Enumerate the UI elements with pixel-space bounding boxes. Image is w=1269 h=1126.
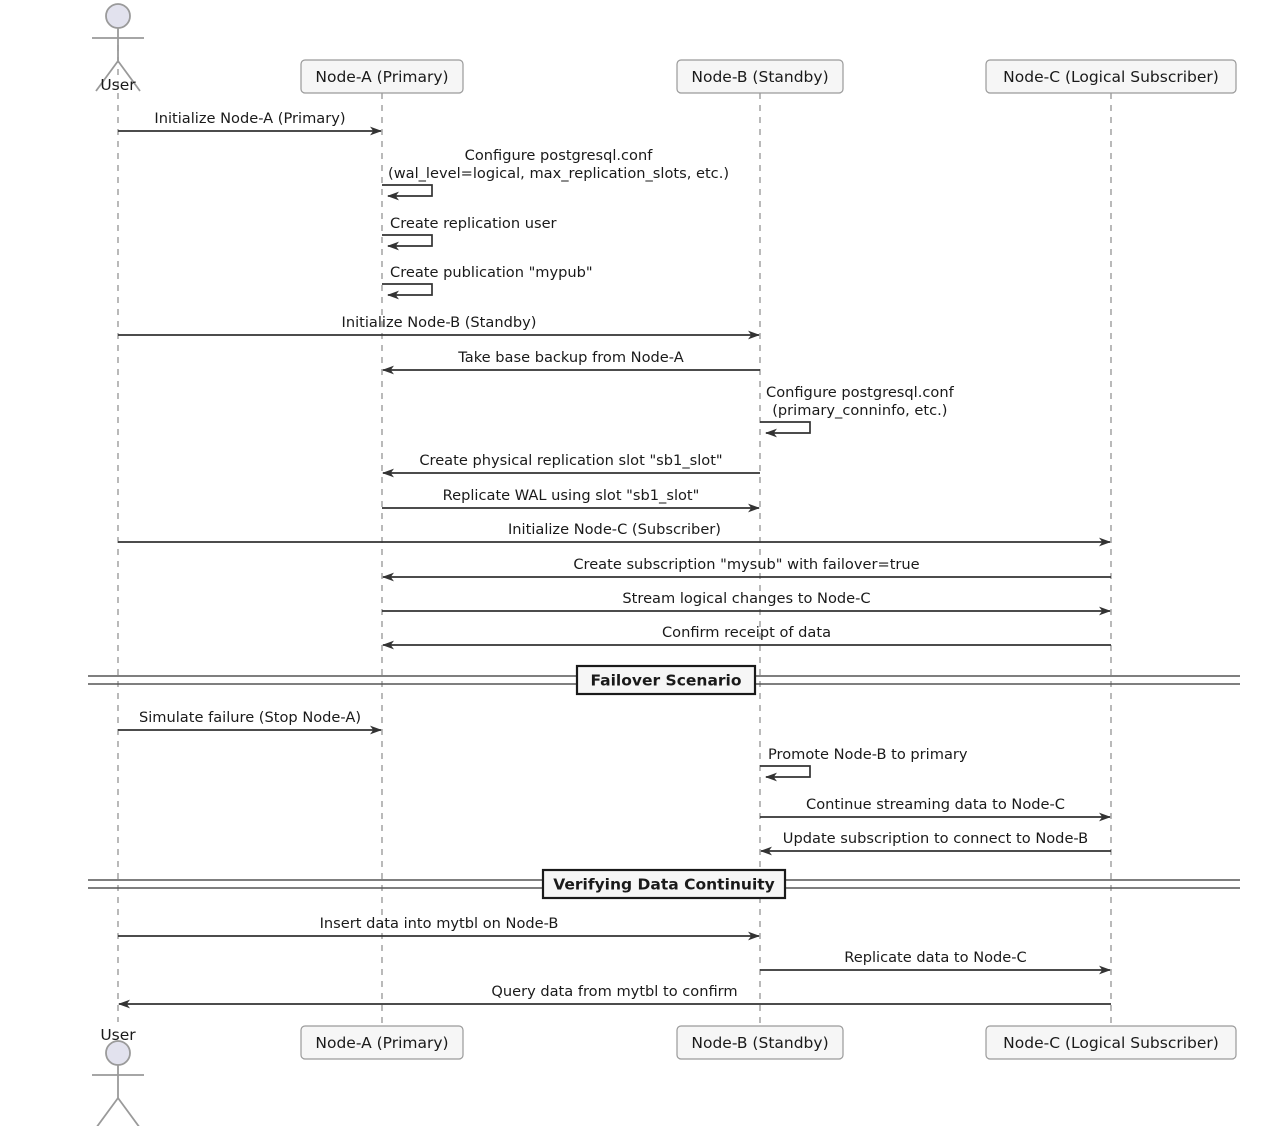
actor-label-user: User bbox=[100, 1026, 136, 1044]
message-18: Insert data into mytbl on Node-B bbox=[118, 915, 760, 941]
message-selfloop-2 bbox=[382, 184, 433, 201]
message-label-2: Configure postgresql.conf bbox=[465, 147, 654, 164]
message-label-9: Replicate WAL using slot "sb1_slot" bbox=[443, 487, 700, 504]
messages-layer: Initialize Node-A (Primary) Configure pos… bbox=[118, 110, 1111, 1009]
message-label-12: Stream logical changes to Node-C bbox=[622, 590, 870, 607]
participant-label-nodea: Node-A (Primary) bbox=[315, 68, 448, 86]
message-label-16: Continue streaming data to Node-C bbox=[806, 796, 1065, 813]
message-19: Replicate data to Node-C bbox=[760, 949, 1111, 975]
actor-label-user: User bbox=[100, 76, 136, 94]
message-6: Take base backup from Node-A bbox=[382, 349, 760, 375]
message-label2-2: (wal_level=logical, max_replication_slot… bbox=[388, 165, 729, 182]
participant-label-nodea: Node-A (Primary) bbox=[315, 1034, 448, 1052]
message-label-19: Replicate data to Node-C bbox=[844, 949, 1027, 966]
message-label-8: Create physical replication slot "sb1_sl… bbox=[419, 452, 722, 469]
message-selfloop-4 bbox=[382, 283, 433, 300]
message-label-10: Initialize Node-C (Subscriber) bbox=[508, 521, 721, 538]
message-label-3: Create replication user bbox=[390, 215, 557, 232]
message-13: Confirm receipt of data bbox=[382, 624, 1111, 650]
actor-head-icon bbox=[105, 1040, 131, 1066]
message-label-15: Promote Node-B to primary bbox=[768, 746, 968, 763]
message-12: Stream logical changes to Node-C bbox=[382, 590, 1111, 616]
message-label-13: Confirm receipt of data bbox=[662, 624, 831, 641]
message-label-5: Initialize Node-B (Standby) bbox=[342, 314, 537, 331]
message-8: Create physical replication slot "sb1_sl… bbox=[382, 452, 760, 478]
message-9: Replicate WAL using slot "sb1_slot" bbox=[382, 487, 760, 513]
participant-label-nodeb: Node-B (Standby) bbox=[691, 68, 828, 86]
divider-1: Verifying Data Continuity bbox=[88, 868, 1240, 900]
message-label-11: Create subscription "mysub" with failove… bbox=[573, 556, 919, 573]
message-label2-7: (primary_conninfo, etc.) bbox=[772, 402, 947, 419]
message-10: Initialize Node-C (Subscriber) bbox=[118, 521, 1111, 547]
message-selfloop-3 bbox=[382, 234, 433, 251]
message-label-6: Take base backup from Node-A bbox=[457, 349, 683, 366]
message-label-4: Create publication "mypub" bbox=[390, 264, 593, 281]
actor-user: User bbox=[92, 3, 144, 94]
actor-user: User bbox=[92, 1026, 144, 1126]
participant-box-rect[interactable] bbox=[676, 1025, 844, 1060]
message-20: Query data from mytbl to confirm bbox=[118, 983, 1111, 1009]
participant-box-rect[interactable] bbox=[985, 1025, 1237, 1060]
message-label-20: Query data from mytbl to confirm bbox=[491, 983, 737, 1000]
participant-box-nodea[interactable]: Node-A (Primary) bbox=[300, 1025, 464, 1060]
message-3: Create replication user bbox=[382, 215, 557, 251]
message-label-17: Update subscription to connect to Node-B bbox=[783, 830, 1088, 847]
participant-box-nodec[interactable]: Node-C (Logical Subscriber) bbox=[985, 59, 1237, 94]
participant-label-nodec: Node-C (Logical Subscriber) bbox=[1003, 68, 1219, 86]
participant-label-nodec: Node-C (Logical Subscriber) bbox=[1003, 1034, 1219, 1052]
message-4: Create publication "mypub" bbox=[382, 264, 593, 300]
actor-leg-left bbox=[95, 60, 119, 92]
participant-box-rect[interactable] bbox=[300, 1025, 464, 1060]
participant-box-rect[interactable] bbox=[300, 59, 464, 94]
participant-box-rect[interactable] bbox=[985, 59, 1237, 94]
message-7: Configure postgresql.conf(primary_connin… bbox=[760, 384, 955, 438]
divider-box-rect bbox=[575, 664, 757, 696]
actor-leg-left bbox=[96, 1097, 119, 1126]
divider-label-text: Failover Scenario bbox=[590, 672, 741, 690]
participant-label-nodeb: Node-B (Standby) bbox=[691, 1034, 828, 1052]
divider-label-text: Verifying Data Continuity bbox=[553, 876, 775, 894]
message-label-1: Initialize Node-A (Primary) bbox=[154, 110, 345, 127]
message-5: Initialize Node-B (Standby) bbox=[118, 314, 760, 340]
actor-head-icon bbox=[105, 3, 131, 29]
actor-leg-right bbox=[117, 1097, 140, 1126]
participant-box-nodeb[interactable]: Node-B (Standby) bbox=[676, 59, 844, 94]
message-2: Configure postgresql.conf(wal_level=logi… bbox=[382, 147, 729, 201]
participant-box-rect[interactable] bbox=[676, 59, 844, 94]
participant-box-nodeb[interactable]: Node-B (Standby) bbox=[676, 1025, 844, 1060]
divider-box-rect bbox=[541, 868, 787, 900]
divider-0: Failover Scenario bbox=[88, 664, 1240, 696]
participant-box-nodea[interactable]: Node-A (Primary) bbox=[300, 59, 464, 94]
message-17: Update subscription to connect to Node-B bbox=[760, 830, 1111, 856]
message-16: Continue streaming data to Node-C bbox=[760, 796, 1111, 822]
message-selfloop-15 bbox=[760, 765, 811, 782]
message-label-14: Simulate failure (Stop Node-A) bbox=[139, 709, 361, 726]
message-selfloop-7 bbox=[760, 421, 811, 438]
message-14: Simulate failure (Stop Node-A) bbox=[118, 709, 382, 735]
message-1: Initialize Node-A (Primary) bbox=[118, 110, 382, 136]
message-label-7: Configure postgresql.conf bbox=[766, 384, 955, 401]
actor-leg-right bbox=[117, 60, 141, 92]
message-label-18: Insert data into mytbl on Node-B bbox=[320, 915, 559, 932]
message-15: Promote Node-B to primary bbox=[760, 746, 968, 782]
message-11: Create subscription "mysub" with failove… bbox=[382, 556, 1111, 582]
participant-box-nodec[interactable]: Node-C (Logical Subscriber) bbox=[985, 1025, 1237, 1060]
